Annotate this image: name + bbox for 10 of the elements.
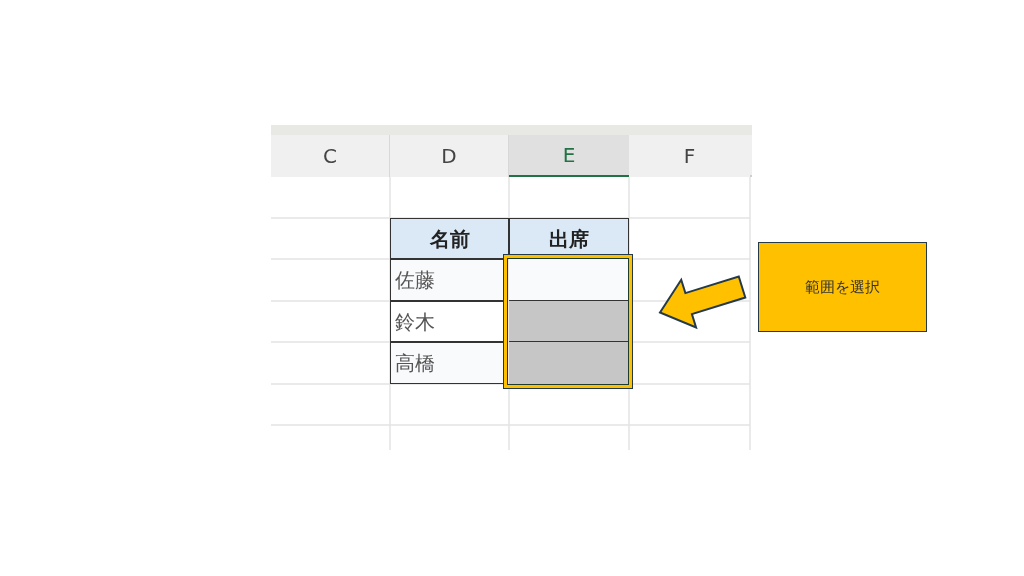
- selection-outline: [504, 255, 632, 388]
- block-arrow: [658, 275, 747, 330]
- column-header: D: [390, 135, 509, 177]
- column-header: C: [271, 135, 390, 177]
- table-header: 名前: [390, 218, 509, 259]
- table-cell: 高橋: [390, 342, 506, 384]
- column-header: E: [509, 135, 629, 177]
- callout-box: 範囲を選択: [758, 242, 927, 332]
- table-cell: 佐藤: [390, 259, 506, 301]
- table-cell: 鈴木: [390, 301, 506, 342]
